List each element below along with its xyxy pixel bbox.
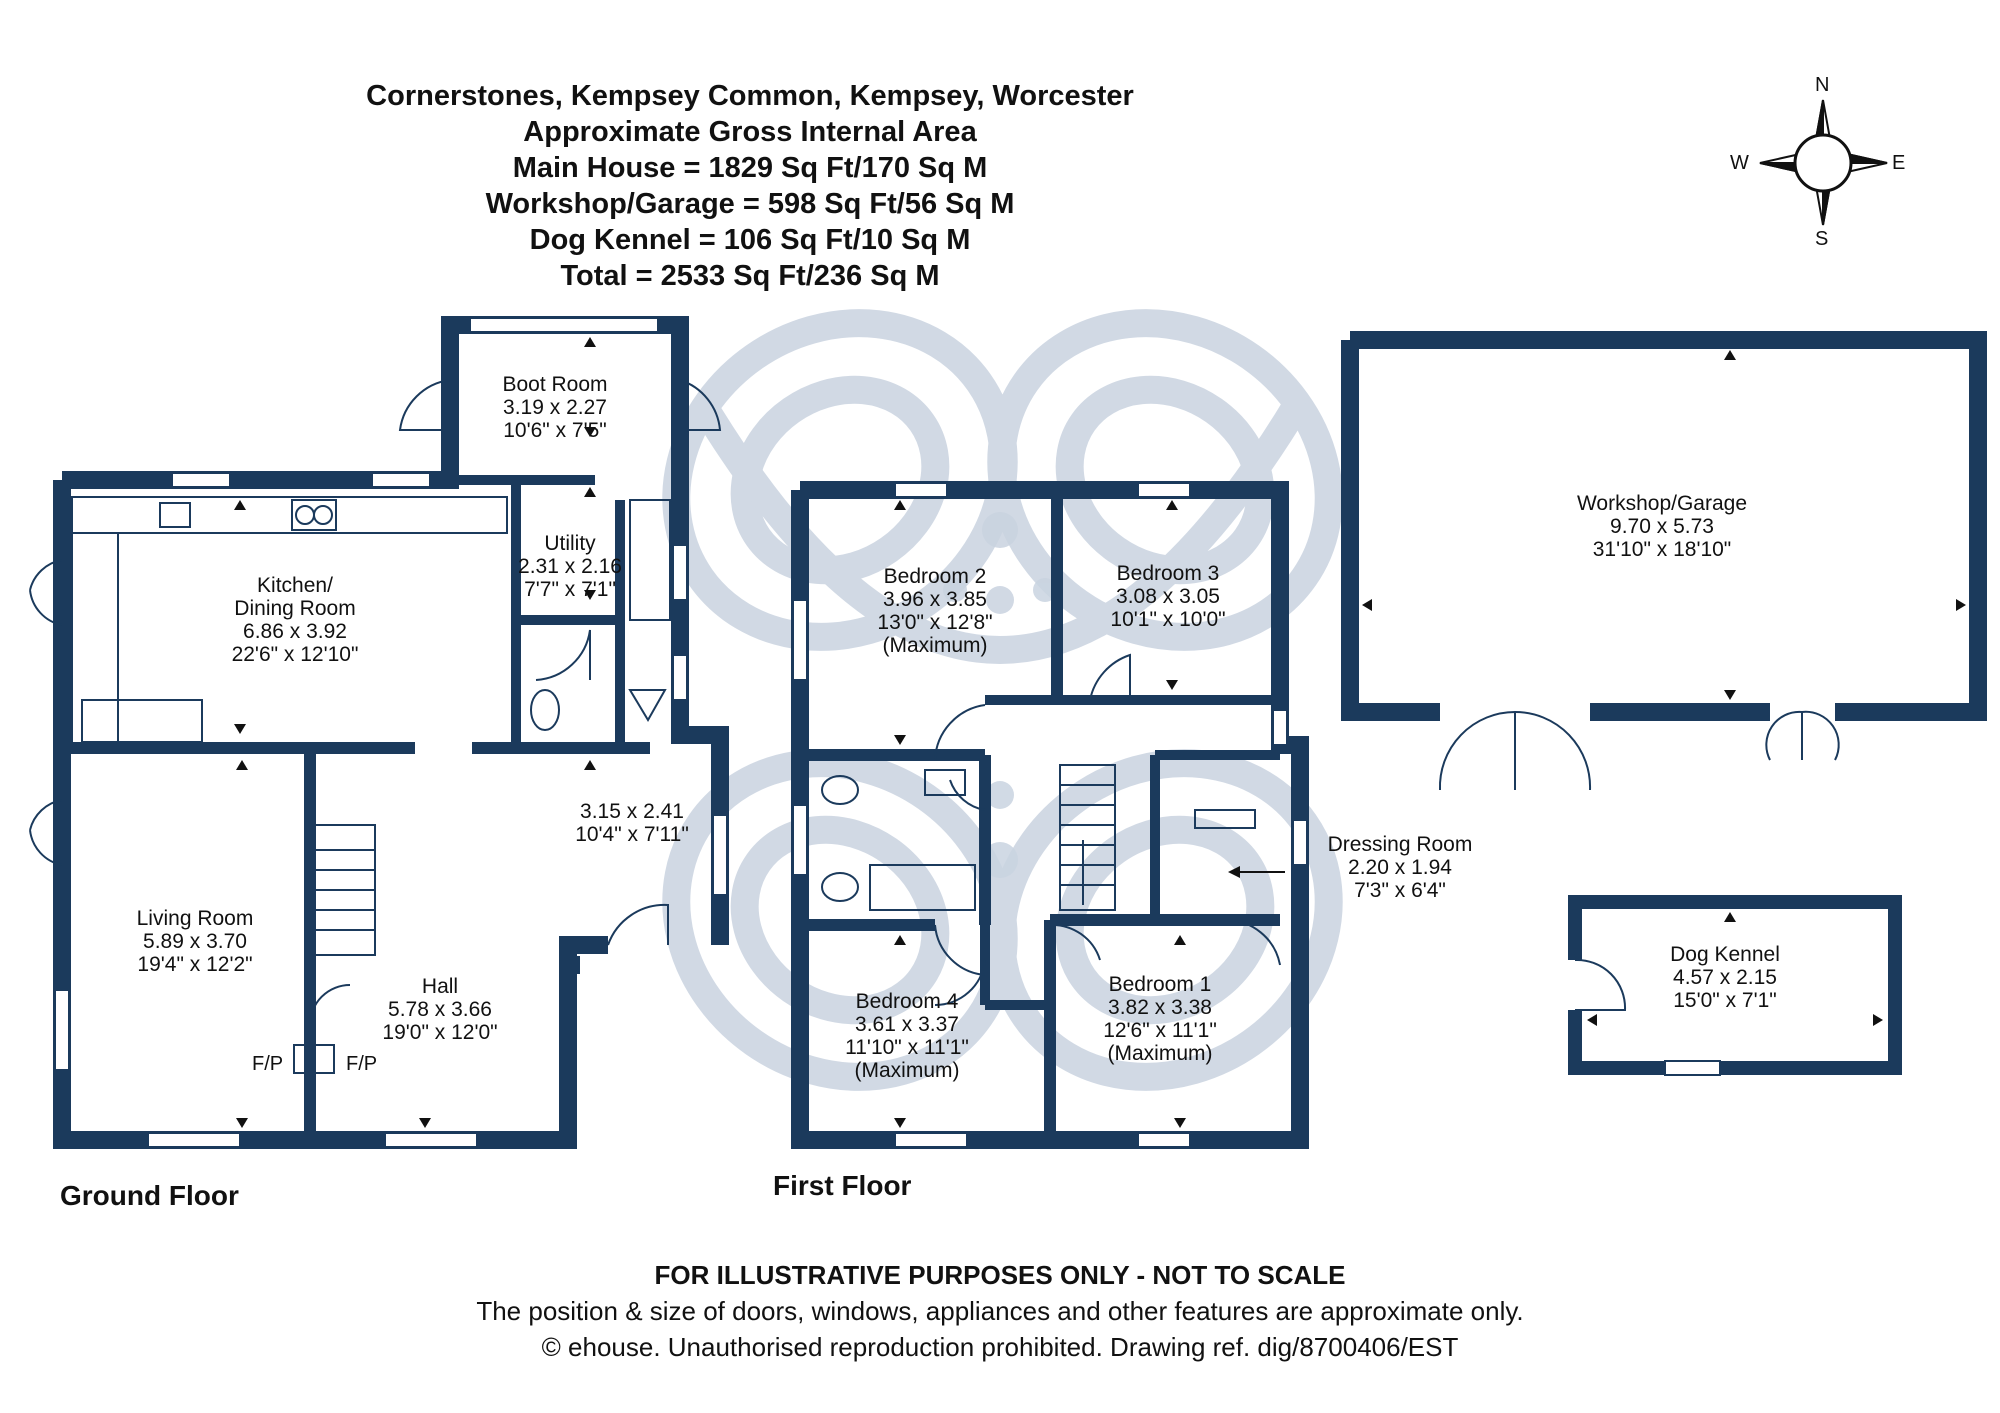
kennel-area: Dog Kennel = 106 Sq Ft/10 Sq M — [529, 224, 971, 256]
ground-floor-windows — [54, 317, 728, 1148]
copyright-text: © ehouse. Unauthorised reproduction proh… — [541, 1332, 1459, 1362]
fireplace-label-left: F/P — [252, 1053, 284, 1075]
compass-west: W — [1730, 152, 1749, 174]
workshop-area: Workshop/Garage = 598 Sq Ft/56 Sq M — [485, 188, 1015, 220]
first-floor-windows — [792, 482, 1308, 1148]
compass-south: S — [1815, 228, 1829, 250]
area-subtitle: Approximate Gross Internal Area — [523, 116, 977, 148]
first-floor-doors — [934, 653, 1281, 1007]
plan-header: Cornerstones, Kempsey Common, Kempsey, W… — [0, 78, 1500, 294]
dressing-room-pointer — [1228, 866, 1240, 878]
workshop-walls — [1341, 331, 1987, 721]
compass-north: N — [1815, 74, 1830, 96]
main-house-area: Main House = 1829 Sq Ft/170 Sq M — [512, 152, 988, 184]
total-area: Total = 2533 Sq Ft/236 Sq M — [560, 260, 940, 292]
workshop-doors — [1438, 710, 1840, 791]
first-floor-label: First Floor — [773, 1170, 912, 1201]
first-floor-fixtures — [821, 764, 1256, 911]
approximation-note: The position & size of doors, windows, a… — [476, 1296, 1524, 1326]
compass-east: E — [1892, 152, 1906, 174]
fireplace-label-right: F/P — [346, 1053, 378, 1075]
disclaimer-text: FOR ILLUSTRATIVE PURPOSES ONLY - NOT TO … — [654, 1260, 1346, 1290]
dimension-arrows — [234, 337, 1966, 1128]
ground-floor-doors — [29, 379, 722, 1026]
ground-floor-fixtures — [71, 496, 671, 1074]
kennel-details — [1574, 958, 1721, 1076]
plan-footer: FOR ILLUSTRATIVE PURPOSES ONLY - NOT TO … — [0, 1257, 2000, 1365]
kennel-walls — [1568, 895, 1902, 1075]
property-address: Cornerstones, Kempsey Common, Kempsey, W… — [366, 80, 1134, 112]
compass-icon — [1759, 99, 1888, 226]
ground-floor-label: Ground Floor — [60, 1180, 239, 1211]
